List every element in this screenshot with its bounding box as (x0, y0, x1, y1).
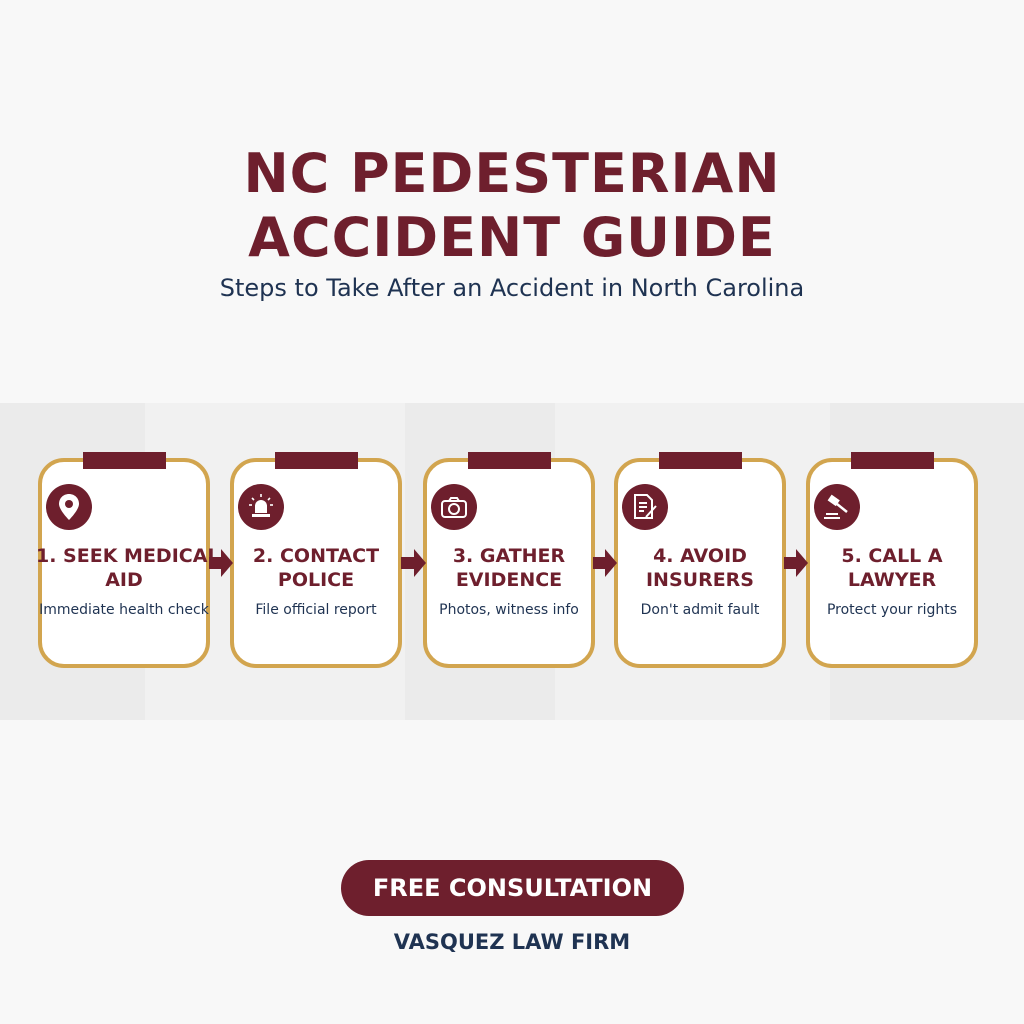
arrow-icon (209, 549, 233, 577)
card-tab (83, 452, 166, 469)
arrow-icon (784, 549, 808, 577)
siren-icon (238, 484, 284, 530)
arrow-icon (593, 549, 617, 577)
subtitle: Steps to Take After an Accident in North… (219, 274, 805, 302)
gavel-icon (814, 484, 860, 530)
step-description: Protect your rights (826, 602, 958, 618)
firm-name: VASQUEZ LAW FIRM (393, 930, 631, 954)
card-tab (468, 452, 551, 469)
card-tab (275, 452, 358, 469)
card-tab (851, 452, 934, 469)
title-line-2: ACCIDENT GUIDE (248, 206, 776, 269)
step-description: Immediate health check (39, 602, 209, 618)
free-consultation-button[interactable]: FREE CONSULTATION (341, 860, 684, 916)
step-description: Photos, witness info (439, 602, 579, 618)
title-line-1: NC PEDESTERIAN (243, 142, 781, 205)
arrow-icon (401, 549, 426, 577)
camera-icon (431, 484, 477, 530)
card-tab (659, 452, 742, 469)
step-description: Don't admit fault (640, 602, 760, 618)
step-description: File official report (255, 602, 377, 618)
document-pen-icon (622, 484, 668, 530)
map-pin-icon (46, 484, 92, 530)
